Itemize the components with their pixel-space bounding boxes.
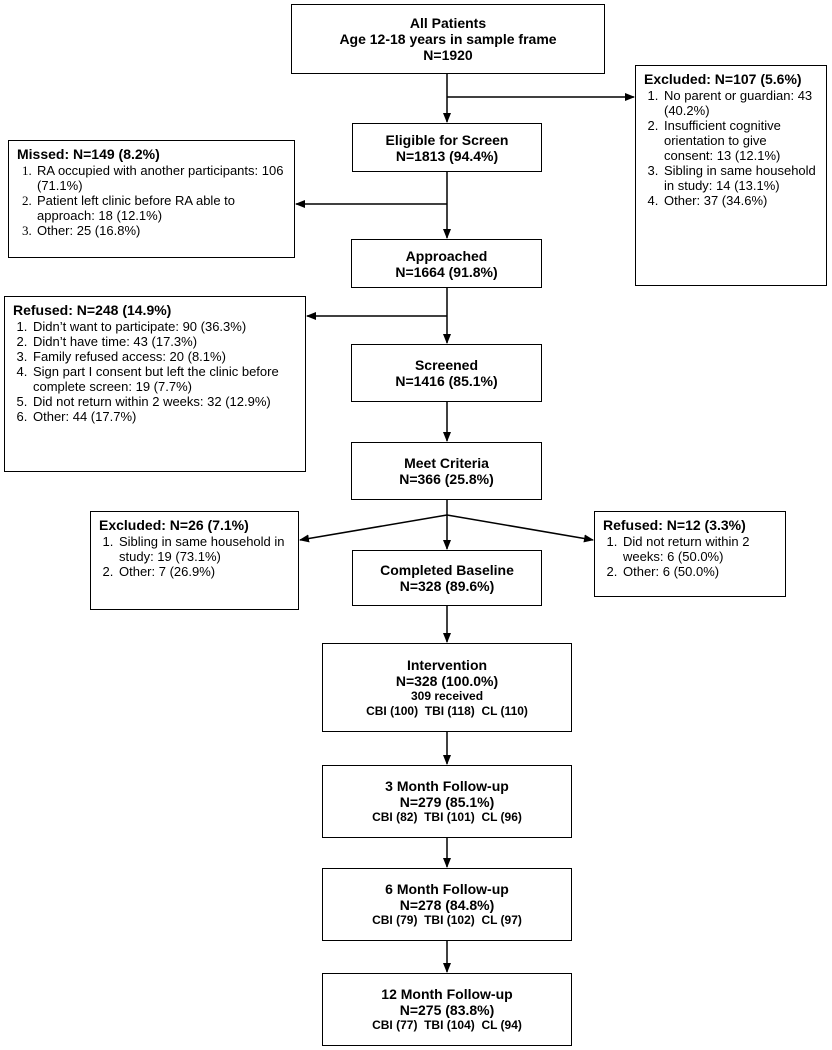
followup-3-title: 3 Month Follow-up	[385, 778, 509, 794]
excluded-criteria-list: Sibling in same household in study: 19 (…	[99, 534, 290, 579]
intervention-groups: CBI (100) TBI (118) CL (110)	[366, 703, 528, 718]
list-item: Family refused access: 20 (8.1%)	[31, 349, 297, 364]
approached-title: Approached	[405, 247, 488, 264]
list-item: Other: 25 (16.8%)	[37, 223, 141, 238]
list-item: Sign part I consent but left the clinic …	[31, 364, 297, 394]
missed-list: RA occupied with another participants: 1…	[17, 163, 286, 238]
baseline-title: Completed Baseline	[380, 562, 514, 578]
list-item: Did not return within 2 weeks: 32 (12.9%…	[31, 394, 297, 409]
box-missed: Missed: N=149 (8.2%) RA occupied with an…	[8, 140, 295, 258]
followup-6-groups: CBI (79) TBI (102) CL (97)	[372, 913, 522, 927]
meet-criteria-count: N=366 (25.8%)	[399, 471, 494, 487]
followup-12-groups: CBI (77) TBI (104) CL (94)	[372, 1018, 522, 1032]
screened-count: N=1416 (85.1%)	[395, 373, 498, 389]
list-item: Sibling in same household in study: 19 (…	[117, 534, 290, 564]
box-refused-initial: Refused: N=248 (14.9%) Didn’t want to pa…	[4, 296, 306, 472]
box-screened: Screened N=1416 (85.1%)	[351, 344, 542, 402]
list-item: Insufficient cognitive orientation to gi…	[662, 118, 818, 163]
excluded-criteria-header: Excluded: N=26 (7.1%)	[99, 517, 249, 533]
eligible-count: N=1813 (94.4%)	[395, 147, 499, 164]
refused-criteria-header: Refused: N=12 (3.3%)	[603, 517, 746, 533]
box-eligible-for-screen: Eligible for Screen N=1813 (94.4%)	[352, 123, 542, 172]
followup-6-count: N=278 (84.8%)	[399, 897, 495, 913]
followup-12-title: 12 Month Follow-up	[381, 986, 513, 1002]
list-item: Did not return within 2 weeks: 6 (50.0%)	[621, 534, 777, 564]
arrow-to-refused-2	[446, 514, 594, 543]
intervention-received: 309 received	[410, 688, 484, 703]
eligible-title: Eligible for Screen	[385, 131, 509, 148]
followup-3-count: N=279 (85.1%)	[399, 794, 495, 810]
all-patients-count: N=1920	[423, 47, 473, 63]
excluded-initial-header: Excluded: N=107 (5.6%)	[644, 71, 802, 87]
list-item: Sibling in same household in study: 14 (…	[662, 163, 818, 193]
list-item: Didn’t want to participate: 90 (36.3%)	[31, 319, 297, 334]
followup-6-title: 6 Month Follow-up	[385, 881, 509, 897]
list-item: Other: 7 (26.9%)	[117, 564, 290, 579]
list-item: Patient left clinic before RA able to ap…	[37, 193, 236, 223]
meet-criteria-title: Meet Criteria	[404, 455, 489, 471]
box-6-month-follow-up: 6 Month Follow-up N=278 (84.8%) CBI (79)…	[322, 868, 572, 941]
box-3-month-follow-up: 3 Month Follow-up N=279 (85.1%) CBI (82)…	[322, 765, 572, 838]
refused-initial-list: Didn’t want to participate: 90 (36.3%) D…	[13, 319, 297, 424]
intervention-title: Intervention	[406, 656, 488, 673]
list-item: No parent or guardian: 43 (40.2%)	[662, 88, 818, 118]
list-item: Didn’t have time: 43 (17.3%)	[31, 334, 297, 349]
box-meet-criteria: Meet Criteria N=366 (25.8%)	[351, 442, 542, 500]
screened-title: Screened	[414, 357, 479, 373]
missed-header: Missed: N=149 (8.2%)	[17, 146, 160, 162]
box-excluded-criteria: Excluded: N=26 (7.1%) Sibling in same ho…	[90, 511, 299, 610]
list-item: RA occupied with another participants: 1…	[37, 163, 284, 193]
box-excluded-initial: Excluded: N=107 (5.6%) No parent or guar…	[635, 65, 827, 286]
list-item: Other: 44 (17.7%)	[31, 409, 297, 424]
box-all-patients: All Patients Age 12-18 years in sample f…	[291, 4, 605, 74]
box-12-month-follow-up: 12 Month Follow-up N=275 (83.8%) CBI (77…	[322, 973, 572, 1046]
refused-initial-header: Refused: N=248 (14.9%)	[13, 302, 172, 318]
box-completed-baseline: Completed Baseline N=328 (89.6%)	[352, 550, 542, 606]
intervention-count: N=328 (100.0%)	[395, 672, 499, 689]
excluded-initial-list: No parent or guardian: 43 (40.2%) Insuff…	[644, 88, 818, 208]
followup-12-count: N=275 (83.8%)	[399, 1002, 495, 1018]
refused-criteria-list: Did not return within 2 weeks: 6 (50.0%)…	[603, 534, 777, 579]
list-item: Other: 37 (34.6%)	[662, 193, 818, 208]
list-item: Other: 6 (50.0%)	[621, 564, 777, 579]
box-refused-criteria: Refused: N=12 (3.3%) Did not return with…	[594, 511, 786, 597]
approached-count: N=1664 (91.8%)	[395, 263, 498, 280]
followup-3-groups: CBI (82) TBI (101) CL (96)	[372, 810, 522, 824]
box-intervention: Intervention N=328 (100.0%) 309 received…	[322, 643, 572, 732]
all-patients-subtitle: Age 12-18 years in sample frame	[339, 31, 557, 47]
box-approached: Approached N=1664 (91.8%)	[351, 239, 542, 288]
arrow-to-excluded-2	[299, 514, 448, 543]
all-patients-title: All Patients	[409, 15, 487, 31]
baseline-count: N=328 (89.6%)	[399, 578, 495, 594]
